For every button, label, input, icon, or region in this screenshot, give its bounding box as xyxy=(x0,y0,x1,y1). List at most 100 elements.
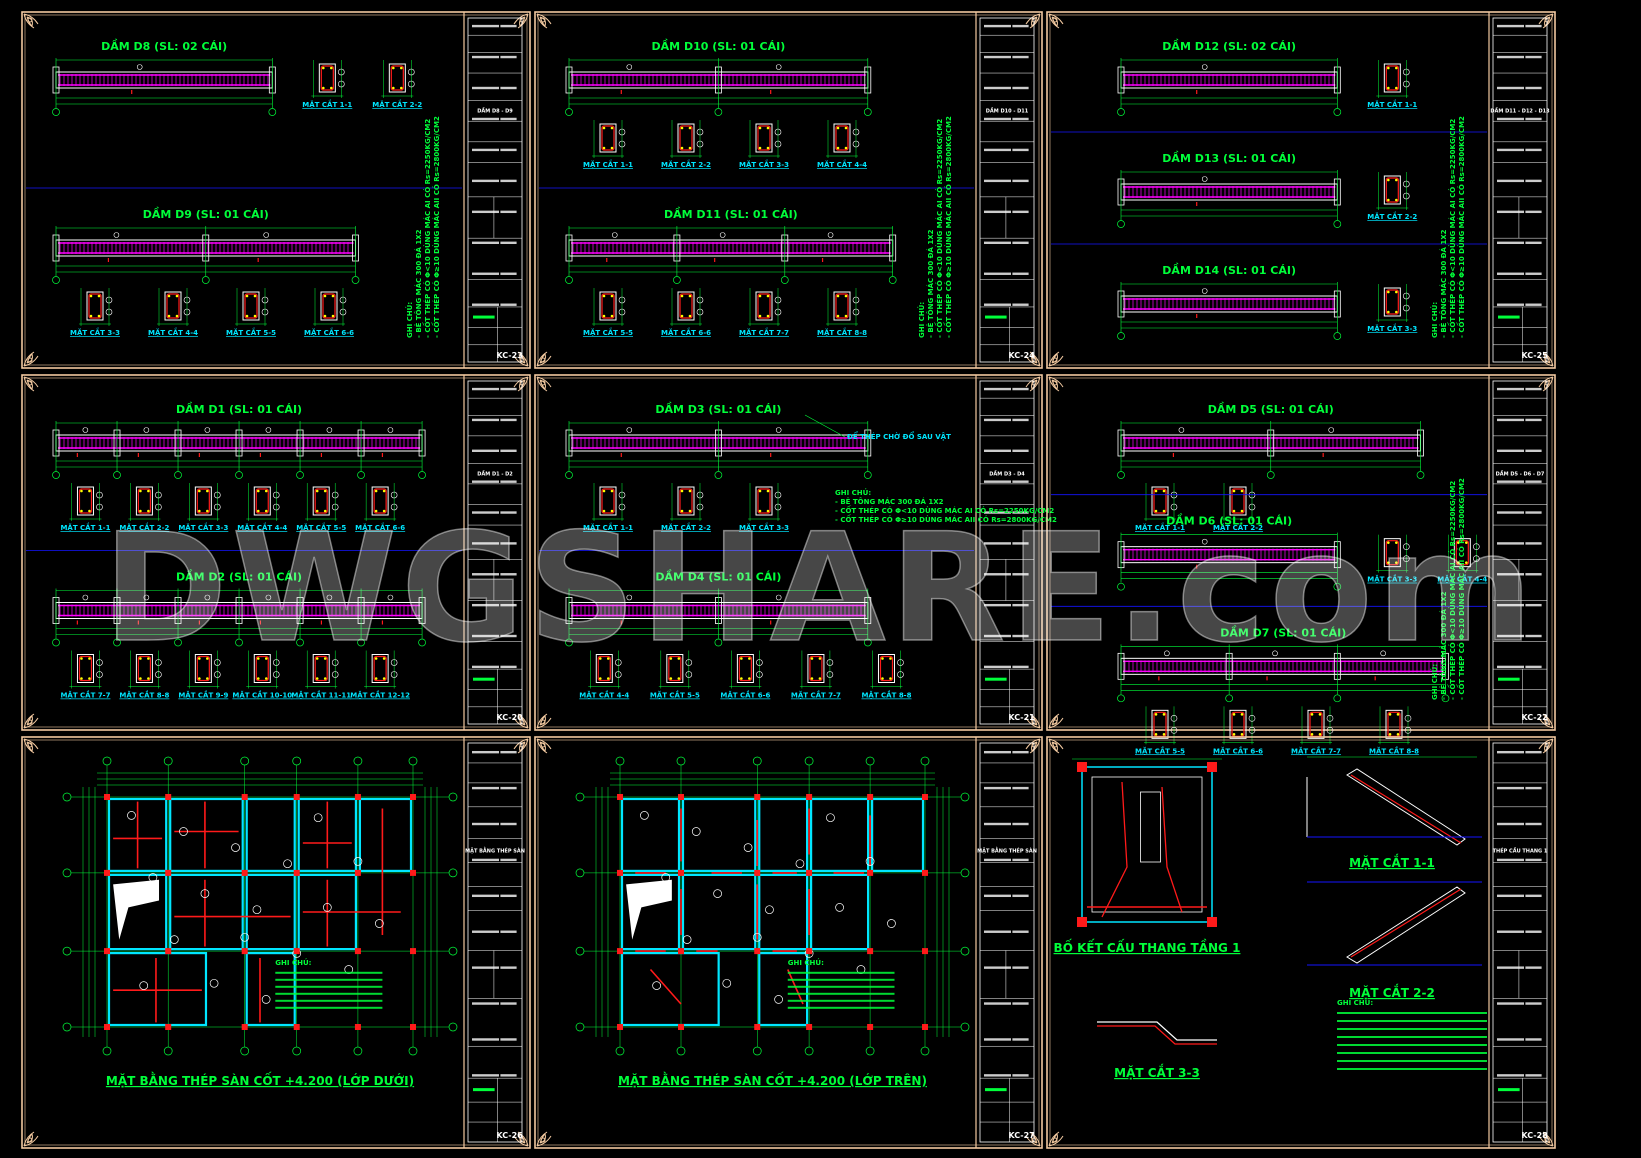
title-block-text-line xyxy=(1012,387,1029,391)
title-block-text-line xyxy=(1497,634,1524,638)
axis-bubble xyxy=(752,756,762,766)
section-rebar-dot xyxy=(688,509,692,513)
section-outline xyxy=(135,486,153,516)
section-rebar-dot xyxy=(89,294,93,298)
title-block-text-line xyxy=(1497,387,1524,391)
section-stirrup xyxy=(1385,289,1399,315)
title-block-text-line xyxy=(1525,1074,1542,1077)
slab-panel xyxy=(107,797,168,873)
title-block-text-line xyxy=(984,930,1011,933)
notes-block: GHI CHÚ: xyxy=(1337,998,1373,1007)
rebar-mark xyxy=(96,503,103,511)
beam-cross-section: MẶT CẮT 1-1 xyxy=(583,120,633,169)
section-rebar-dot xyxy=(602,489,606,493)
section-stirrup xyxy=(835,293,849,319)
rebar-mark xyxy=(1248,727,1256,734)
section-rebar-dot xyxy=(147,489,150,493)
sheet-number: KC-21 xyxy=(1008,713,1035,722)
section-label: MẶT CẮT 3-3 xyxy=(1367,323,1417,333)
title-block-border xyxy=(979,380,1035,725)
section-rebar-dot xyxy=(80,489,83,493)
section-rebar-dot xyxy=(836,314,840,318)
axis-bubble xyxy=(1266,471,1275,479)
slab-panel xyxy=(870,797,925,873)
section-stirrup xyxy=(679,488,693,514)
column-dot xyxy=(293,869,300,876)
sheet-inner-frame xyxy=(24,739,528,1146)
rebar-mark xyxy=(618,296,626,304)
section-outline xyxy=(76,654,94,683)
section-rebar-dot xyxy=(206,489,209,493)
notes-heading: GHI CHÚ: xyxy=(1430,302,1439,338)
title-block-text-line xyxy=(984,786,1011,790)
rebar-mark xyxy=(614,671,622,678)
beam-elevation: DẦM D1 (SL: 01 CÁI) xyxy=(52,402,426,479)
rebar-mark xyxy=(209,978,219,988)
section-rebar-dot xyxy=(1457,561,1460,564)
floor-plan xyxy=(62,756,458,1056)
rebar-mark xyxy=(865,857,875,866)
beam-cross-section: MẶT CẮT 4-4 xyxy=(148,288,198,337)
title-block-text-line xyxy=(984,86,1011,90)
rebar-mark xyxy=(338,68,345,76)
rebar-mark xyxy=(1164,650,1170,657)
section-rebar-dot xyxy=(1387,541,1390,544)
section-rebar-dot xyxy=(1240,489,1244,493)
title-block-border xyxy=(467,742,523,1143)
slab-panel xyxy=(107,951,208,1027)
title-block-text-line xyxy=(984,179,1011,183)
title-block-drawing-name: DẦM D8 - D9 xyxy=(477,106,513,115)
slab-panel xyxy=(169,797,244,873)
beam-title: DẦM D6 (SL: 01 CÁI) xyxy=(1166,514,1292,528)
title-block-text-line xyxy=(500,387,517,391)
section-stirrup xyxy=(78,655,93,682)
title-block-text-line xyxy=(500,822,517,826)
beam-cross-section: MẶT CẮT 1-1 xyxy=(60,483,111,532)
rebar-mark xyxy=(852,140,860,148)
title-block-text-line xyxy=(472,179,499,183)
callout-leader xyxy=(804,414,846,438)
corner-ornament xyxy=(23,1131,39,1147)
title-block-text-line xyxy=(472,1002,499,1005)
section-rebar-dot xyxy=(1310,713,1314,716)
title-block-text-line xyxy=(472,894,499,898)
column-dot xyxy=(867,794,874,800)
section-stirrup xyxy=(601,488,615,514)
section-label: MẶT CẮT 6-6 xyxy=(720,690,770,700)
sheet-inner-frame xyxy=(24,377,528,728)
axis-bubble xyxy=(1117,471,1125,479)
beam-elevation: DẦM D3 (SL: 01 CÁI) xyxy=(565,402,872,479)
sheet-number: KC-27 xyxy=(1008,1131,1034,1140)
title-block-text-line xyxy=(500,86,517,90)
section-rebar-dot xyxy=(844,314,848,318)
axis-bubble xyxy=(113,471,121,479)
section-label: MẶT CẮT 6-6 xyxy=(661,327,711,337)
rebar-mark xyxy=(774,503,782,511)
section-rebar-dot xyxy=(889,677,892,680)
beam-cross-section: MẶT CẮT 2-2 xyxy=(661,120,711,169)
section-rebar-dot xyxy=(818,677,822,680)
rebar-mark xyxy=(155,503,162,511)
rebar-mark xyxy=(1170,715,1178,722)
title-block-text-line xyxy=(472,603,499,607)
section-rebar-dot xyxy=(740,677,743,680)
axis-bubble xyxy=(408,756,418,766)
section-rebar-dot xyxy=(382,657,386,660)
title-block-text-line xyxy=(984,966,1011,969)
section-rebar-dot xyxy=(1395,178,1398,182)
section-rebar-dot xyxy=(688,489,692,493)
section-outline xyxy=(253,486,271,516)
title-block-text-line xyxy=(1497,822,1524,826)
beam-cross-section: MẶT CẮT 8-8 xyxy=(119,650,170,700)
section-rebar-dot xyxy=(1387,178,1390,182)
axis-bubble xyxy=(351,276,360,284)
section-rebar-dot xyxy=(264,509,268,513)
rebar-mark xyxy=(852,308,860,316)
axis-bubble xyxy=(52,108,60,116)
column-dot xyxy=(241,794,248,800)
beam-title: DẦM D4 (SL: 01 CÁI) xyxy=(655,570,781,584)
corner-ornament xyxy=(23,738,39,754)
notes-heading: GHI CHÚ: xyxy=(788,958,824,967)
